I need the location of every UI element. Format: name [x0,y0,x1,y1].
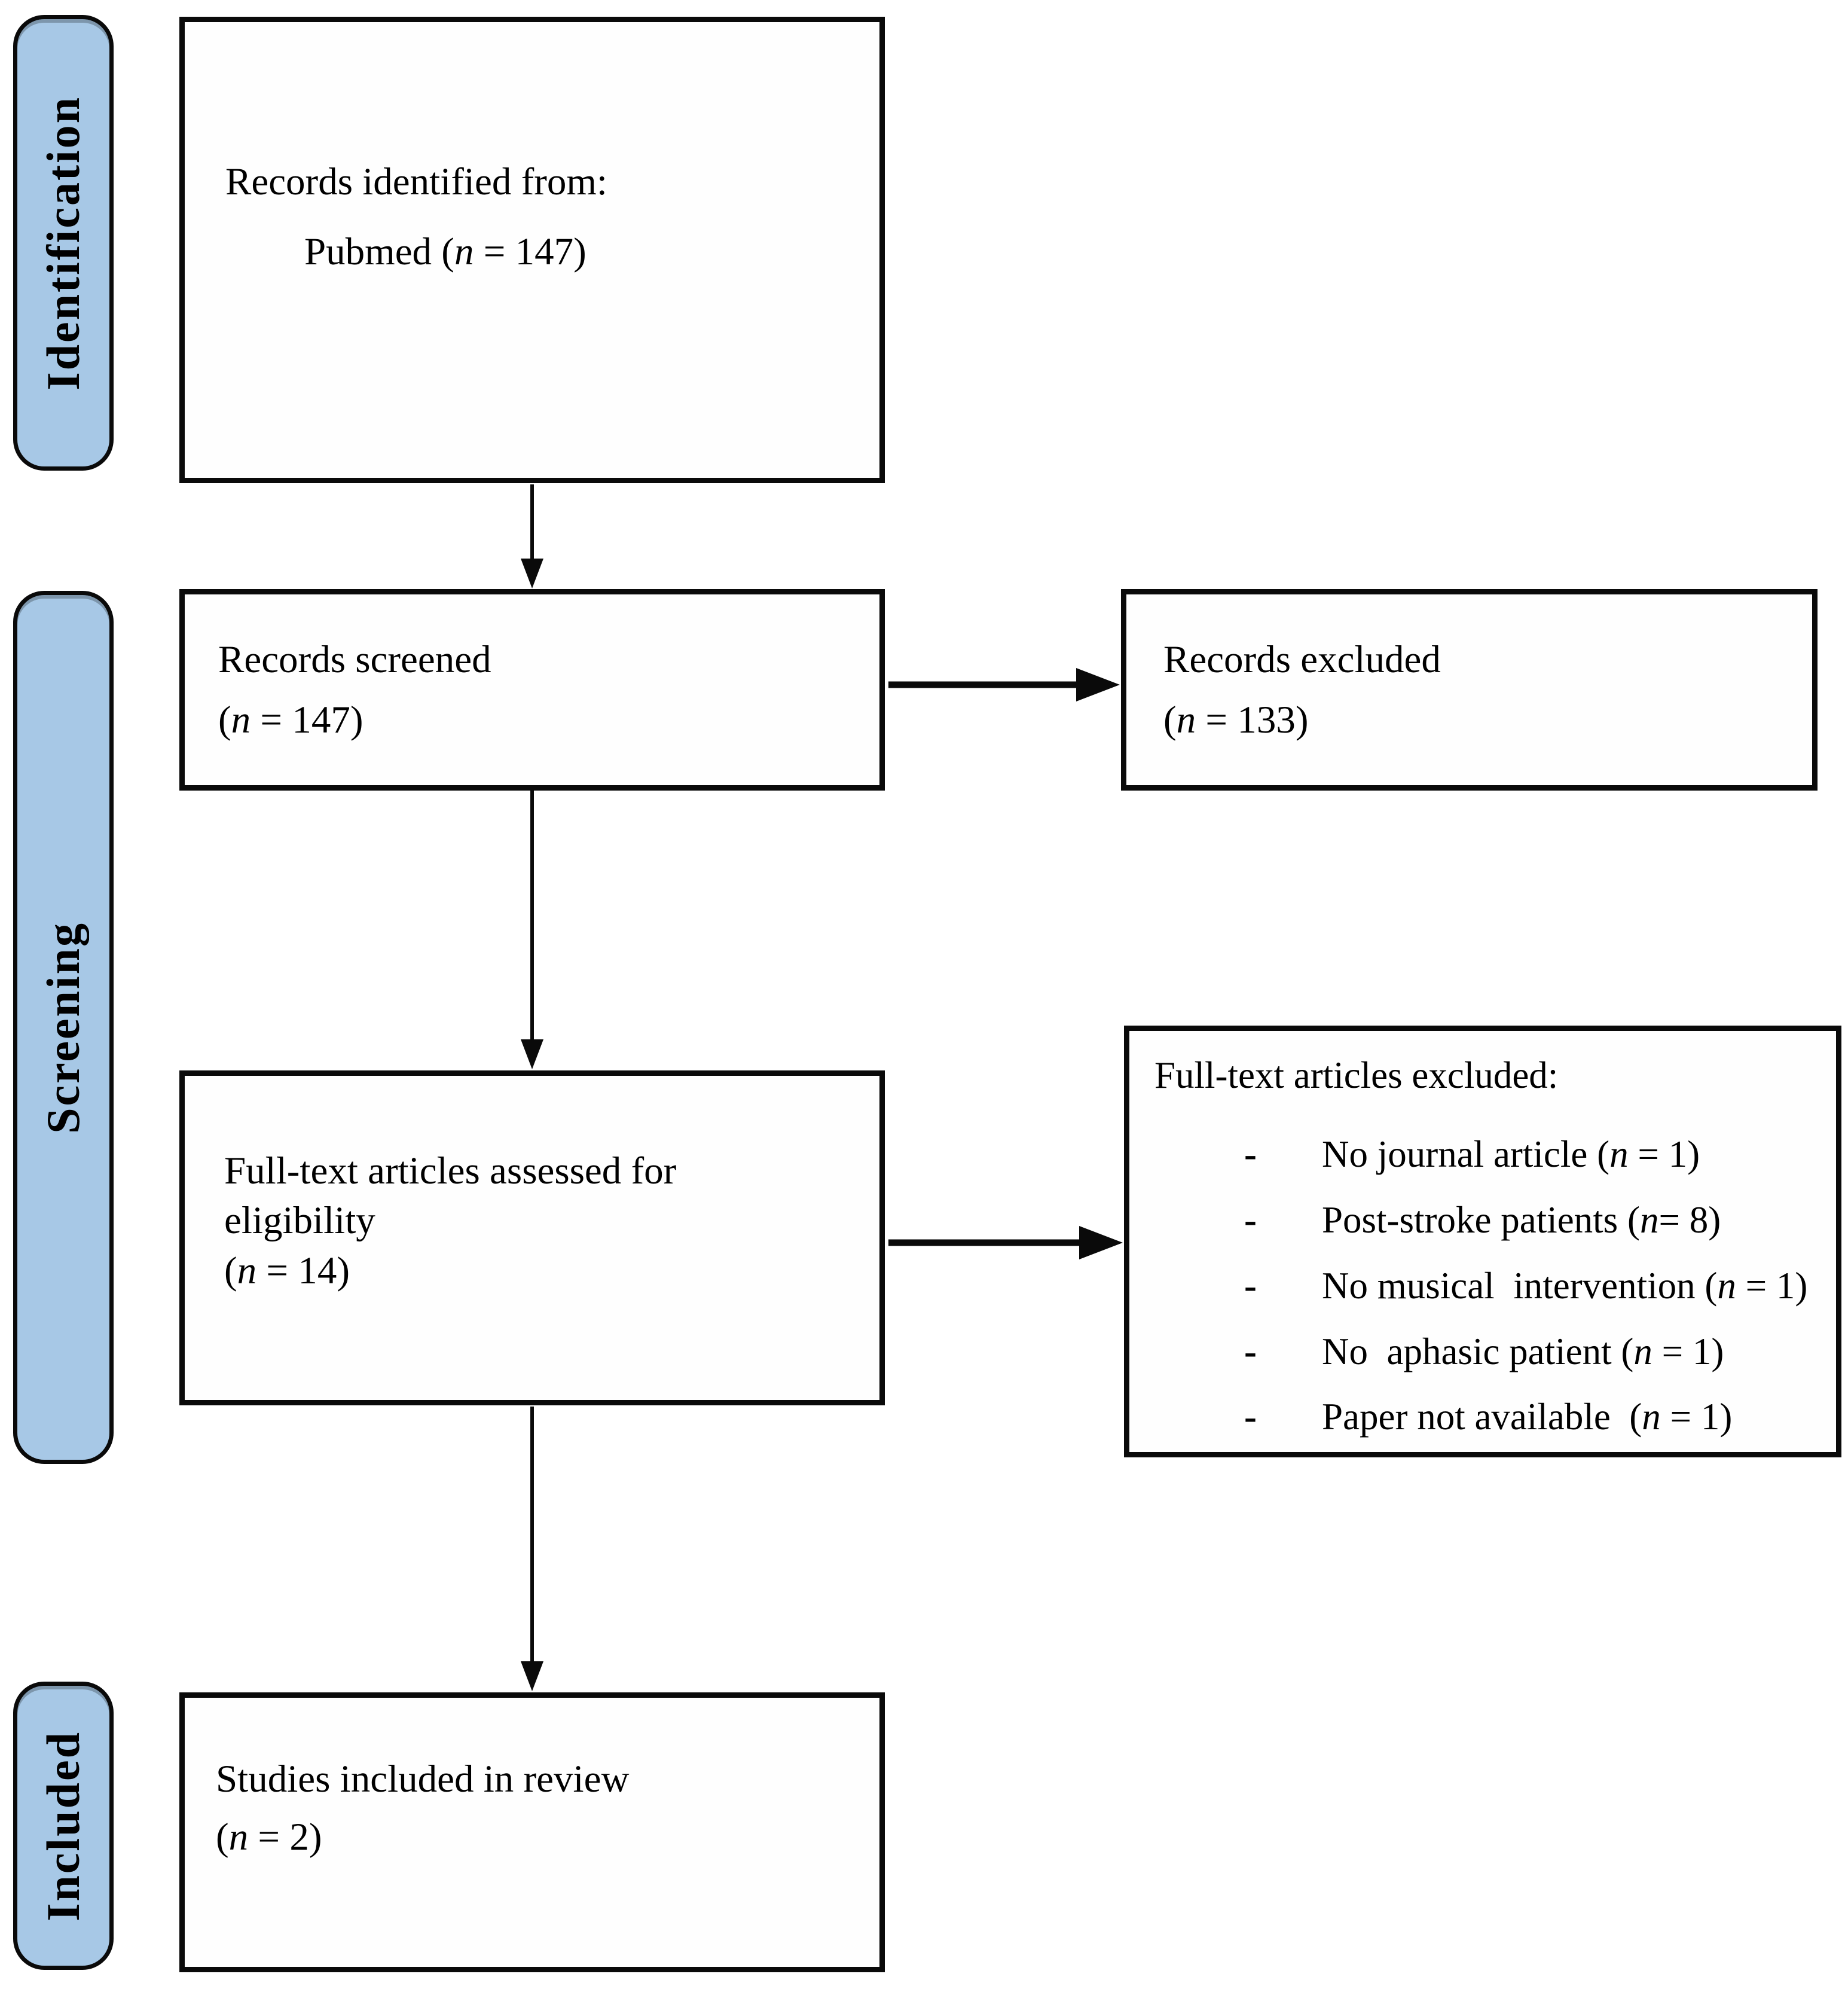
list-item-text: No aphasic patient (n = 1) [1322,1330,1724,1372]
dash-bullet-icon: - [1244,1264,1257,1307]
arrow-assessed-to-fulltext-excluded [888,1226,1123,1259]
dash-bullet-icon: - [1244,1133,1257,1175]
records-identified-line1: Records identified from: [225,160,607,203]
box-records-identified-text: Records identified from: Pubmed (n = 147… [185,0,879,445]
dash-bullet-icon: - [1244,1198,1257,1241]
dash-bullet-icon: - [1244,1396,1257,1438]
arrow-screened-to-excluded [888,668,1120,701]
records-screened-line2: (n = 147) [218,698,364,742]
stage-bar-screening: Screening [13,591,114,1464]
fulltext-assessed-line2: eligibility [224,1199,375,1243]
box-fulltext-assessed-text: Full-text articles assessed for eligibil… [185,1059,879,1383]
list-item: - Paper not available (n = 1) [1154,1393,1818,1442]
list-item-text: Post-stroke patients (n= 8) [1322,1198,1721,1241]
records-excluded-line1: Records excluded [1163,637,1441,681]
records-excluded-line2: (n = 133) [1163,698,1309,742]
fulltext-excluded-title: Full-text articles excluded: [1154,1054,1559,1096]
list-item-text: No musical intervention (n = 1) [1322,1264,1808,1307]
fulltext-assessed-line1: Full-text articles assessed for [224,1149,677,1193]
list-item-text: No journal article (n = 1) [1322,1133,1700,1175]
studies-included-line2: (n = 2) [216,1816,322,1859]
box-records-excluded-text: Records excluded (n = 133) [1126,594,1812,785]
box-fulltext-assessed: Full-text articles assessed for eligibil… [179,1070,885,1405]
list-item: - No musical intervention (n = 1) [1154,1262,1818,1311]
list-item: - No journal article (n = 1) [1154,1130,1818,1179]
list-item: - No aphasic patient (n = 1) [1154,1328,1818,1377]
box-studies-included-text: Studies included in review (n = 2) [185,1674,879,1943]
arrow-screened-to-assessed [521,791,543,1069]
list-item: - Post-stroke patients (n= 8) [1154,1196,1818,1245]
arrow-assessed-to-included [521,1407,543,1691]
fulltext-assessed-line3: (n = 14) [224,1249,350,1292]
list-item-text: Paper not available (n = 1) [1322,1396,1733,1438]
stage-label-screening: Screening [37,921,89,1134]
box-fulltext-excluded: Full-text articles excluded: - No journa… [1124,1026,1841,1457]
stage-label-identification: Identification [37,95,89,391]
studies-included-line1: Studies included in review [216,1757,630,1801]
stage-label-included: Included [37,1730,89,1921]
records-screened-line1: Records screened [218,637,491,681]
records-identified-line2: Pubmed (n = 147) [304,230,587,273]
box-records-excluded: Records excluded (n = 133) [1121,589,1818,791]
arrow-identified-to-screened [521,484,543,588]
box-records-screened: Records screened (n = 147) [179,589,885,791]
stage-bar-included: Included [13,1682,114,1970]
stage-bar-identification: Identification [13,15,114,471]
box-fulltext-excluded-text: Full-text articles excluded: - No journa… [1129,1031,1836,1452]
dash-bullet-icon: - [1244,1330,1257,1372]
box-studies-included: Studies included in review (n = 2) [179,1692,885,1972]
box-records-identified: Records identified from: Pubmed (n = 147… [179,17,885,483]
box-records-screened-text: Records screened (n = 147) [185,594,879,785]
fulltext-excluded-list: - No journal article (n = 1) - Post-stro… [1154,1114,1818,1442]
